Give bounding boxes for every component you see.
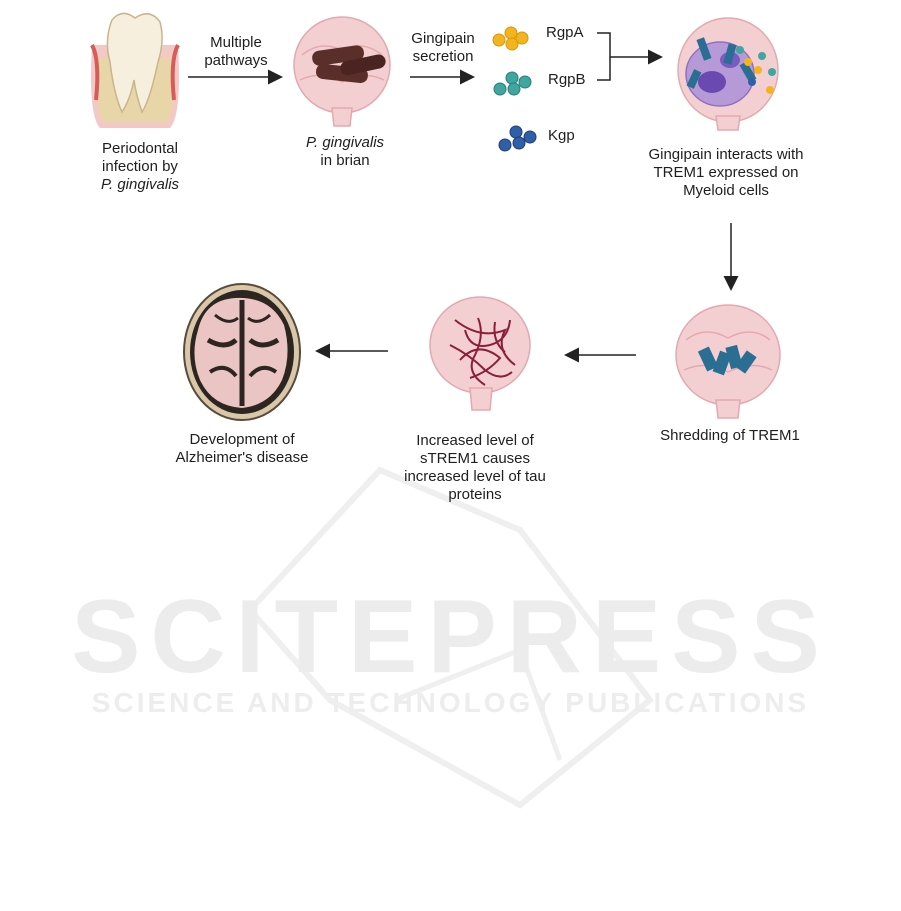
alzheimers-label: Development of Alzheimer's disease xyxy=(152,431,332,467)
tau-label: Increased level of sTREM1 causes increas… xyxy=(375,432,575,504)
kgp-label: Kgp xyxy=(548,127,575,144)
brain1-label: P. gingivalis in brian xyxy=(290,134,400,170)
tau-tangles-icon xyxy=(449,317,516,386)
myeloid-label-line1: Gingipain interacts with xyxy=(648,146,804,163)
bacteria-icon xyxy=(312,45,386,83)
myeloid-label-line3: Myeloid cells xyxy=(683,182,769,199)
rgpa-icon xyxy=(492,26,529,51)
brain1-label-line2: in brian xyxy=(320,152,370,169)
tooth-label-line1: Periodontal xyxy=(102,140,178,157)
tau-brain-icon xyxy=(429,296,531,411)
tooth-icon xyxy=(90,12,180,128)
rgpb-label: RgpB xyxy=(548,71,586,88)
rgpa-label: RgpA xyxy=(546,24,584,41)
tau-label-line4: proteins xyxy=(448,486,502,503)
bracket-connector xyxy=(597,32,611,81)
watermark-title: SCITEPRESS xyxy=(71,579,830,695)
arrow1-label: Multiple pathways xyxy=(186,34,286,70)
arrow1-label-line2: pathways xyxy=(204,52,268,69)
alzheimers-label-line1: Development of xyxy=(189,431,295,448)
rgpb-icon xyxy=(493,71,532,96)
arrow1-label-line1: Multiple xyxy=(210,34,262,51)
myeloid-label: Gingipain interacts with TREM1 expressed… xyxy=(626,146,826,200)
trem1-fragments-icon xyxy=(697,344,757,376)
tau-label-line1: Increased level of xyxy=(416,432,534,449)
alzheimers-label-line2: Alzheimer's disease xyxy=(175,449,309,466)
brain1-label-line1: P. gingivalis xyxy=(305,134,385,151)
tooth-label: Periodontal infection by P. gingivalis xyxy=(70,140,210,194)
shredding-label: Shredding of TREM1 xyxy=(660,427,800,444)
kgp-icon xyxy=(498,125,537,152)
myeloid-label-line2: TREM1 expressed on xyxy=(653,164,799,181)
tooth-label-line2: infection by xyxy=(102,158,178,175)
myeloid-brain-icon xyxy=(677,17,779,131)
tau-label-line3: increased level of tau xyxy=(404,468,546,485)
arrow2-label-line2: secretion xyxy=(412,48,474,65)
tooth-label-line3: P. gingivalis xyxy=(100,176,180,193)
brain-slice-icon xyxy=(183,283,301,421)
watermark-subtitle: SCIENCE AND TECHNOLOGY PUBLICATIONS xyxy=(91,687,810,718)
arrow2-label: Gingipain secretion xyxy=(400,30,486,66)
arrow2-label-line1: Gingipain xyxy=(411,30,475,47)
tau-label-line2: sTREM1 causes xyxy=(419,450,531,467)
